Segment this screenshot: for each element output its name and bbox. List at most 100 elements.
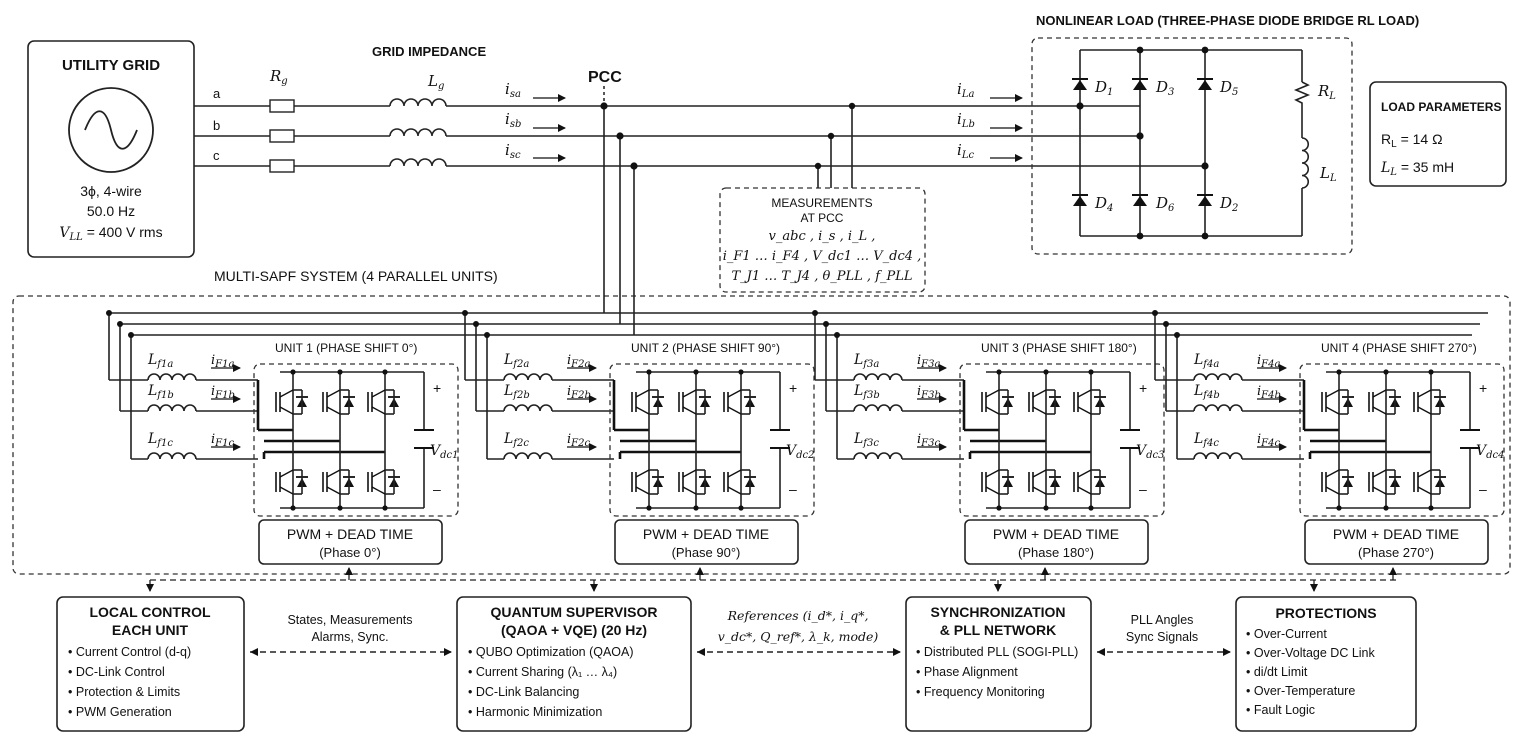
if-label-3: iF3b [917,384,941,401]
lf-label-1: Lf1c [147,431,173,449]
ila-label: iLa [957,80,974,100]
d6-label: D6 [1155,194,1175,214]
svg-text:• Current Sharing (λ₁ … λ₄): • Current Sharing (λ₁ … λ₄) [468,665,617,679]
pwm-block-3 [964,519,1149,565]
lf-label-1: Lf1a [147,352,173,370]
svg-text:Alarms, Sync.: Alarms, Sync. [311,630,388,644]
svg-text:& PLL NETWORK: & PLL NETWORK [940,622,1056,638]
filter-inductor-icon [1193,373,1243,381]
pwm-phase: (Phase 90°) [672,545,741,560]
d5-label: D5 [1219,78,1238,98]
dc-minus: – [1139,481,1147,497]
d2-label: D2 [1219,194,1238,214]
svg-text:• QUBO Optimization (QAOA): • QUBO Optimization (QAOA) [468,645,634,659]
lf-label-4: Lf4c [1193,431,1219,449]
pwm-block-4 [1304,519,1489,565]
inductor-icon [389,98,447,107]
svg-text:• Over-Current: • Over-Current [1246,627,1327,641]
local-item: • DC-Link Control [68,665,165,679]
filter-inductor-icon [503,404,553,412]
filter-inductor-icon [853,404,903,412]
svg-text:• Phase Alignment: • Phase Alignment [916,665,1018,679]
svg-text:v_dc*, Q_ref*, λ_k, mode): v_dc*, Q_ref*, λ_k, mode) [718,629,879,644]
load-block [1031,37,1353,255]
vdc-label-1: Vdc1 [430,443,459,461]
vdc-label-4: Vdc4 [1476,443,1505,461]
utility-grid-block: UTILITY GRID 3ϕ, 4-wire 50.0 Hz VLL = 40… [27,40,195,258]
filter-inductor-icon [503,373,553,381]
svg-text:i_F1 … i_F4 , V_dc1 … V_dc4 ,: i_F1 … i_F4 , V_dc1 … V_dc4 , [723,249,922,264]
if-label-4: iF4a [1257,353,1280,370]
pwm-title: PWM + DEAD TIME [643,526,769,542]
pwm-phase: (Phase 270°) [1358,545,1434,560]
dc-minus: – [789,481,797,497]
inductor-icon [389,158,447,167]
lf-label-3: Lf3a [853,352,879,370]
isc-label: isc [505,141,521,161]
lg-label: Lg [427,72,444,92]
svg-text:• DC-Link Balancing: • DC-Link Balancing [468,685,579,699]
svg-text:Sync Signals: Sync Signals [1126,630,1198,644]
phase-c-label: c [213,148,220,163]
isb-label: isb [505,110,521,130]
synchronization-block: SYNCHRONIZATION & PLL NETWORK • Distribu… [905,596,1092,732]
ll-label: LL [1319,164,1337,184]
isa-label: isa [505,80,521,100]
dc-minus: – [433,481,441,497]
filter-inductor-icon [1193,452,1243,460]
lf-label-2: Lf2b [503,383,530,401]
load-resistor-icon [1293,81,1311,108]
pcc-bus [109,102,1488,336]
svg-text:SYNCHRONIZATION: SYNCHRONIZATION [930,604,1065,620]
filter-inductor-icon [1193,404,1243,412]
local-item: • Current Control (d-q) [68,645,191,659]
lf-label-4: Lf4a [1193,352,1219,370]
quantum-supervisor-block: QUANTUM SUPERVISOR (QAOA + VQE) (20 Hz) … [456,596,692,732]
inductor-icon [389,128,447,137]
pwm-block-2 [614,519,799,565]
vdc-label-3: Vdc3 [1136,443,1165,461]
unit-title: UNIT 2 (PHASE SHIFT 90°) [631,341,780,355]
lf-label-4: Lf4b [1193,383,1220,401]
filter-inductor-icon [853,452,903,460]
local-item: • PWM Generation [68,705,172,719]
svg-text:• Harmonic Minimization: • Harmonic Minimization [468,705,602,719]
lf-label-1: Lf1b [147,383,174,401]
dc-minus: – [1479,481,1487,497]
if-label-4: iF4b [1257,384,1281,401]
protections-block: PROTECTIONS • Over-Current • Over-Voltag… [1235,596,1417,732]
lf-label-2: Lf2c [503,431,529,449]
d4-label: D4 [1094,194,1113,214]
if-label-3: iF3a [917,353,940,370]
load-title: NONLINEAR LOAD (THREE-PHASE DIODE BRIDGE… [1036,13,1419,28]
dc-plus: + [1139,380,1147,396]
svg-text:• Frequency Monitoring: • Frequency Monitoring [916,685,1045,699]
filter-inductor-icon [147,373,197,381]
svg-text:MEASUREMENTS: MEASUREMENTS [771,196,872,210]
svg-text:AT PCC: AT PCC [801,211,844,225]
phase-a-label: a [213,86,221,101]
svg-text:QUANTUM SUPERVISOR: QUANTUM SUPERVISOR [491,604,658,620]
if-label-1: iF1a [211,353,234,370]
if-label-1: iF1c [211,432,234,449]
resistor-icon [269,99,295,113]
dc-plus: + [789,380,797,396]
svg-text:• Fault Logic: • Fault Logic [1246,703,1315,717]
rl-label: RL [1317,82,1336,102]
grid-impedance-title: GRID IMPEDANCE [372,44,486,59]
if-label-2: iF2b [567,384,591,401]
vdc-label-2: Vdc2 [786,443,815,461]
svg-text:v_abc , i_s , i_L ,: v_abc , i_s , i_L , [769,229,876,244]
local-control-block: LOCAL CONTROL EACH UNIT • Current Contro… [56,596,245,732]
if-label-2: iF2a [567,353,590,370]
phase-b-label: b [213,118,220,133]
lf-label-3: Lf3b [853,383,880,401]
if-label-3: iF3c [917,432,940,449]
ilc-label: iLc [957,141,974,161]
pwm-title: PWM + DEAD TIME [287,526,413,542]
d3-label: D3 [1155,78,1174,98]
svg-text:References (i_d*, i_q*,: References (i_d*, i_q*, [727,608,869,623]
ilb-label: iLb [957,110,975,130]
pwm-phase: (Phase 0°) [319,545,381,560]
